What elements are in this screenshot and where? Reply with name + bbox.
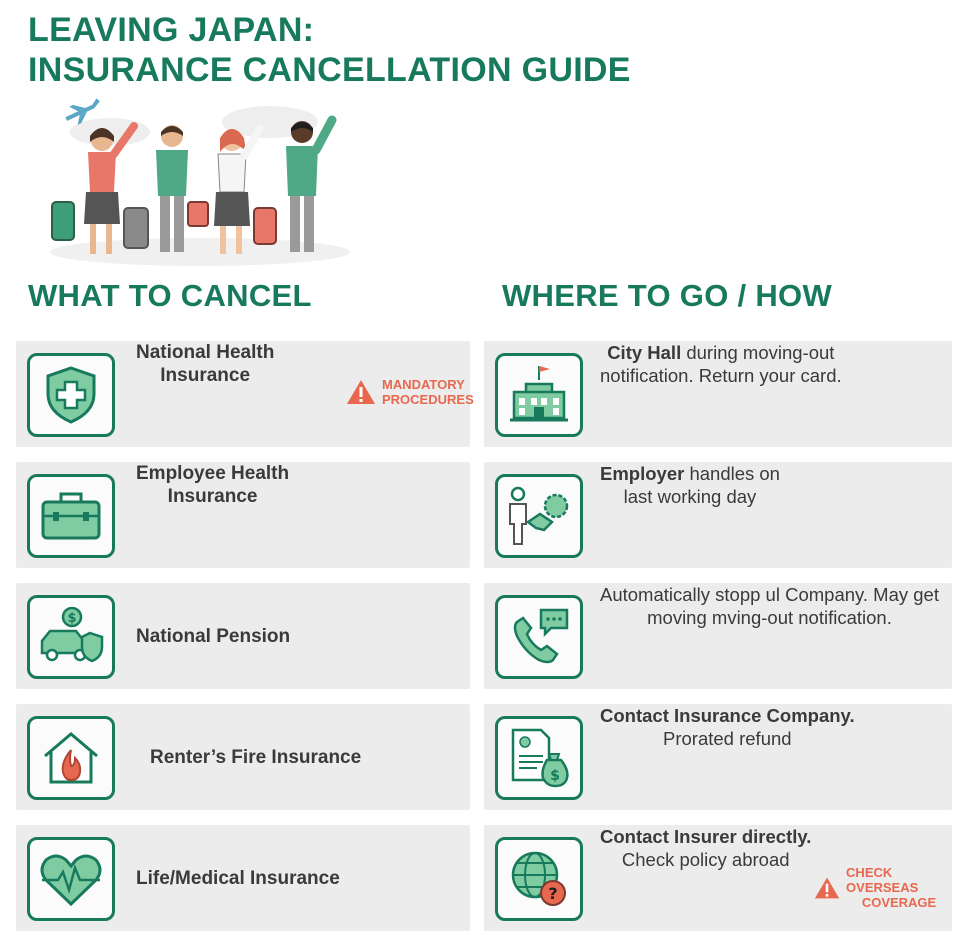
handshake-icon	[495, 474, 583, 558]
how-item-employer: Employer handles on last working day	[484, 462, 952, 568]
shield-cross-icon	[27, 353, 115, 437]
svg-text:$: $	[550, 768, 560, 784]
cancel-item-renters-fire: Renter’s Fire Insurance	[16, 704, 470, 810]
cancel-item-label: Employee Health Insurance	[136, 463, 290, 507]
warning-icon	[347, 380, 375, 404]
how-item-text: Contact Insurer directly. Check policy a…	[600, 826, 812, 870]
traveler-2	[123, 125, 209, 252]
how-item-pension: Automatically stopр ul Company. May get …	[484, 583, 952, 689]
check-overseas-coverage-warning: CHECK OVERSEAS COVERAGE	[814, 865, 952, 910]
briefcase-icon	[27, 474, 115, 558]
cancel-item-label: National Health Insurance	[136, 342, 275, 386]
cancel-item-life-medical: Life/Medical Insurance	[16, 825, 470, 931]
cancel-item-national-health: National Health Insurance MANDATORY PROC…	[16, 341, 474, 447]
cancel-item-label: National Pension	[136, 625, 291, 647]
airplane-icon	[65, 98, 100, 125]
city-hall-icon	[495, 353, 583, 437]
how-item-city-hall: City Hall during moving-out notification…	[484, 341, 952, 447]
house-fire-icon	[27, 716, 115, 800]
cancel-item-label: Renter’s Fire Insurance	[150, 746, 362, 768]
title-line-1: LEAVING JAPAN:	[28, 11, 315, 49]
mandatory-procedures-warning: MANDATORY PROCEDURES	[346, 377, 474, 407]
travelers-illustration	[50, 98, 350, 266]
phone-chat-icon	[495, 595, 583, 679]
how-item-text: Employer handles on last working day	[600, 463, 780, 507]
how-item-text: Automatically stopр ul Company. May get …	[600, 584, 939, 628]
svg-text:$: $	[67, 611, 76, 626]
what-to-cancel-heading: WHAT TO CANCEL	[28, 278, 312, 313]
title-line-2: INSURANCE CANCELLATION GUIDE	[28, 51, 631, 89]
traveler-1	[51, 122, 138, 254]
how-item-renters-fire: $ Contact Insurance Company. Prorated re…	[484, 704, 952, 810]
cancel-item-national-pension: $ National Pension	[16, 583, 470, 689]
document-money-icon: $	[495, 716, 583, 800]
how-item-text: Contact Insurance Company. Prorated refu…	[600, 705, 855, 749]
how-item-life-medical: ? Contact Insurer directly. Check policy…	[484, 825, 952, 931]
page-title: LEAVING JAPAN: INSURANCE CANCELLATION GU…	[28, 10, 631, 90]
svg-text:?: ?	[548, 884, 557, 903]
traveler-4	[286, 115, 337, 252]
where-to-go-heading: WHERE TO GO / HOW	[502, 278, 833, 313]
globe-question-icon: ?	[495, 837, 583, 921]
cancel-item-employee-health: Employee Health Insurance	[16, 462, 470, 568]
heart-pulse-icon	[27, 837, 115, 921]
car-money-shield-icon: $	[27, 595, 115, 679]
traveler-3	[214, 124, 277, 254]
cancel-item-label: Life/Medical Insurance	[136, 867, 340, 889]
warning-icon	[814, 877, 840, 898]
how-item-text: City Hall during moving-out notification…	[600, 342, 842, 386]
